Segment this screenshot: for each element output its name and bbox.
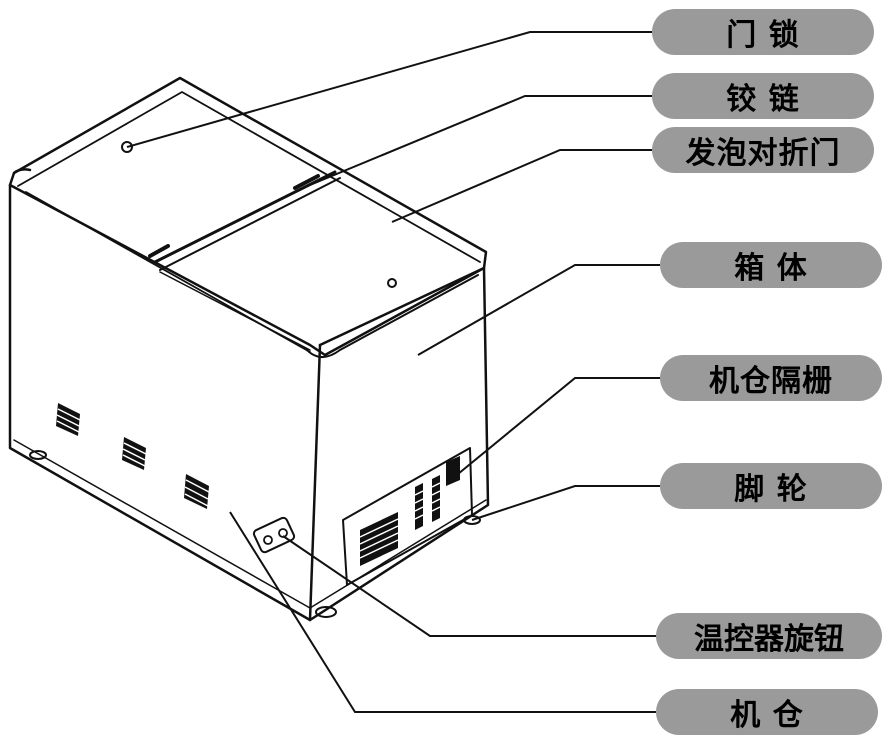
cabinet-left-side bbox=[8, 183, 322, 622]
lid-outline bbox=[8, 76, 488, 357]
leader-compartment-grille bbox=[457, 377, 660, 475]
caster-right bbox=[463, 515, 481, 525]
door-lock-knob bbox=[121, 141, 133, 153]
leader-caster bbox=[471, 485, 660, 521]
label-compartment-grille: 机仓隔栅 bbox=[660, 355, 882, 401]
label-hinge: 铰 链 bbox=[652, 73, 874, 119]
leader-foam-door bbox=[391, 149, 652, 223]
leader-cabinet-body bbox=[417, 264, 660, 356]
label-thermostat-knob: 温控器旋钮 bbox=[656, 613, 882, 659]
label-machine-compartment: 机 仓 bbox=[656, 689, 878, 735]
caster-front-left bbox=[315, 606, 337, 618]
label-cabinet-body: 箱 体 bbox=[660, 242, 882, 288]
leader-hinge bbox=[309, 95, 652, 186]
thermostat-box bbox=[252, 516, 296, 554]
leader-door-lock bbox=[126, 31, 652, 148]
cabinet-front-side bbox=[308, 266, 490, 622]
label-door-lock: 门 锁 bbox=[652, 9, 874, 55]
label-caster: 脚 轮 bbox=[660, 463, 882, 509]
leader-machine-compartment bbox=[229, 511, 656, 713]
label-foam-folding-door: 发泡对折门 bbox=[652, 127, 874, 173]
leader-thermostat bbox=[282, 535, 656, 637]
caster-left bbox=[29, 450, 47, 460]
handle-knob bbox=[387, 278, 397, 288]
